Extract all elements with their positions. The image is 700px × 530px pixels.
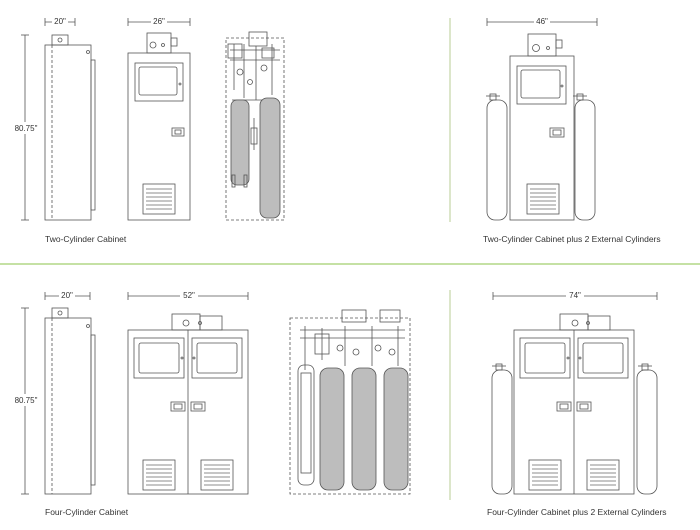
width-label-four-ext: 74" xyxy=(569,291,581,300)
width-label-two-ext: 46" xyxy=(536,17,548,26)
front-width-dimension-bottom xyxy=(127,289,249,301)
vent-grille-four-ext xyxy=(532,464,616,486)
vent-grille-two-ext xyxy=(530,188,556,210)
external-cylinder-right-bottom xyxy=(636,363,658,495)
side-view-four-cylinder xyxy=(44,307,96,495)
vent-grille-four-front xyxy=(146,464,230,486)
interior-view-four-cylinder xyxy=(289,309,411,495)
height-dimension-bottom xyxy=(8,307,44,495)
side-width-dimension-bottom xyxy=(44,289,91,301)
caption-two-cylinder-ext: Two-Cylinder Cabinet plus 2 External Cyl… xyxy=(483,234,661,244)
side-width-label-top: 20" xyxy=(54,17,66,26)
interior-view-two-cylinder xyxy=(225,31,285,221)
front-width-dimension-top xyxy=(127,15,191,27)
height-label-top: 80.75" xyxy=(15,124,38,133)
height-label-bottom: 80.75" xyxy=(15,396,38,405)
width-dimension-two-ext xyxy=(486,15,598,27)
front-view-four-cylinder xyxy=(127,313,249,495)
caption-four-cylinder-ext: Four-Cylinder Cabinet plus 2 External Cy… xyxy=(487,507,667,517)
width-dimension-four-ext xyxy=(492,289,658,301)
external-cylinder-left-bottom xyxy=(491,363,513,495)
external-cylinder-left-top xyxy=(486,93,508,221)
side-view-two-cylinder xyxy=(44,34,96,221)
height-dimension-top xyxy=(8,34,44,221)
front-width-label-bottom: 52" xyxy=(183,291,195,300)
front-view-two-cylinder xyxy=(127,32,191,221)
caption-two-cylinder: Two-Cylinder Cabinet xyxy=(45,234,127,244)
vent-grille-top-front xyxy=(146,188,172,210)
front-width-label-top: 26" xyxy=(153,17,165,26)
front-view-four-ext xyxy=(513,313,635,495)
caption-four-cylinder: Four-Cylinder Cabinet xyxy=(45,507,129,517)
side-width-label-bottom: 20" xyxy=(61,291,73,300)
front-view-two-ext xyxy=(509,33,575,221)
external-cylinder-right-top xyxy=(573,93,596,221)
side-width-dimension-top xyxy=(44,15,76,27)
